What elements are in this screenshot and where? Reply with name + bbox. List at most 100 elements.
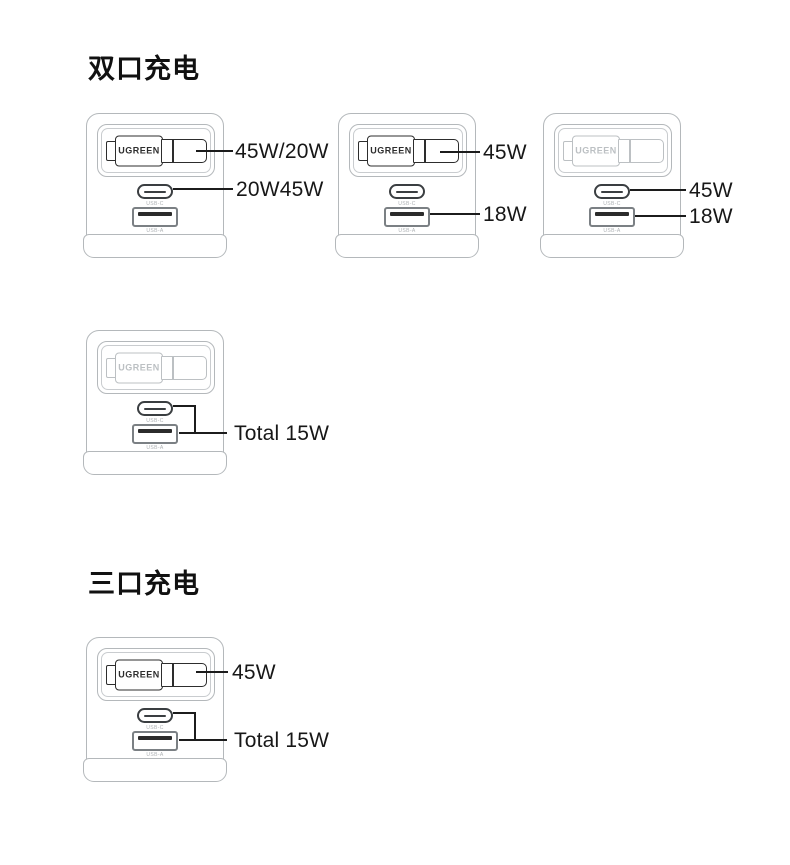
usbc-port-label: USB-C xyxy=(146,725,164,731)
cable-cord xyxy=(161,355,207,380)
cable-tray: UGREEN xyxy=(97,341,215,394)
usbc-port-label: USB-C xyxy=(146,201,164,207)
cable-cord-fold xyxy=(629,139,631,162)
usba-port-icon xyxy=(132,207,178,227)
charger-body: UGREEN USB-C USB-A xyxy=(83,637,227,782)
callout-label-cable-power: 45W xyxy=(483,141,527,164)
charger-triple-port: UGREEN USB-C USB-A xyxy=(83,637,227,782)
charger-dual-cable-usbc: UGREEN USB-C USB-A xyxy=(83,113,227,258)
cable-cord xyxy=(618,138,664,163)
usba-port-icon xyxy=(132,424,178,444)
cable-cord xyxy=(161,662,207,687)
cable-tray: UGREEN xyxy=(97,648,215,701)
retractable-cable: UGREEN xyxy=(102,129,210,172)
usba-pin-bar xyxy=(390,212,424,216)
usbc-slot xyxy=(144,190,166,193)
usbc-slot xyxy=(396,190,418,193)
retractable-cable: UGREEN xyxy=(559,129,667,172)
brand-label: UGREEN xyxy=(370,145,412,156)
charger-dual-cable-usba: UGREEN USB-C USB-A xyxy=(335,113,479,258)
charger-base xyxy=(83,451,227,475)
cable-cord xyxy=(413,138,459,163)
usbc-port-icon xyxy=(389,184,425,199)
usba-port-icon xyxy=(132,731,178,751)
brand-label: UGREEN xyxy=(575,145,617,156)
usbc-port-icon xyxy=(137,184,173,199)
usba-port-icon xyxy=(589,207,635,227)
callout-line xyxy=(173,712,196,714)
callout-line xyxy=(196,671,228,673)
callout-line xyxy=(440,151,480,153)
cable-plug: UGREEN xyxy=(115,135,163,166)
usbc-port-icon xyxy=(137,708,173,723)
callout-bracket-line xyxy=(194,712,196,741)
cable-tray-groove: UGREEN xyxy=(101,345,211,390)
cable-tray-groove: UGREEN xyxy=(101,652,211,697)
cable-tray-groove: UGREEN xyxy=(101,128,211,173)
cable-tray-groove: UGREEN xyxy=(353,128,463,173)
cable-cord-fold xyxy=(172,139,174,162)
usbc-slot xyxy=(144,714,166,717)
cable-cord-fold xyxy=(172,356,174,379)
charger-body: UGREEN USB-C USB-A xyxy=(335,113,479,258)
charger-body: UGREEN USB-C USB-A xyxy=(83,113,227,258)
cable-tray: UGREEN xyxy=(349,124,467,177)
cable-plug: UGREEN xyxy=(115,352,163,383)
usba-port-label: USB-A xyxy=(146,752,164,758)
retractable-cable: UGREEN xyxy=(102,653,210,696)
usba-port-icon xyxy=(384,207,430,227)
usba-port-label: USB-A xyxy=(398,228,416,234)
cable-plug: UGREEN xyxy=(367,135,415,166)
brand-label: UGREEN xyxy=(118,669,160,680)
callout-label-usba-power: 18W xyxy=(689,205,733,228)
charger-dual-shared-total: UGREEN USB-C USB-A xyxy=(83,330,227,475)
callout-line xyxy=(630,189,686,191)
retractable-cable: UGREEN xyxy=(354,129,462,172)
usbc-port-icon xyxy=(137,401,173,416)
usba-pin-bar xyxy=(138,736,172,740)
cable-tray-groove: UGREEN xyxy=(558,128,668,173)
usbc-port-label: USB-C xyxy=(603,201,621,207)
callout-label-cable-power: 45W xyxy=(232,661,276,684)
charger-base xyxy=(83,758,227,782)
usba-port-label: USB-A xyxy=(146,228,164,234)
callout-line xyxy=(635,215,686,217)
usba-pin-bar xyxy=(138,429,172,433)
callout-line xyxy=(430,213,480,215)
callout-label-total-power: Total 15W xyxy=(234,422,330,445)
callout-line xyxy=(179,432,227,434)
cable-cord-fold xyxy=(424,139,426,162)
callout-line xyxy=(196,150,233,152)
section-heading-triple-port: 三口充电 xyxy=(88,569,200,599)
charger-base xyxy=(83,234,227,258)
charger-body: UGREEN USB-C USB-A xyxy=(83,330,227,475)
cable-plug: UGREEN xyxy=(115,659,163,690)
callout-label-usba-power: 18W xyxy=(483,203,527,226)
cable-tray: UGREEN xyxy=(554,124,672,177)
callout-label-usbc-power: 45W xyxy=(689,179,733,202)
cable-cord-fold xyxy=(172,663,174,686)
usbc-port-icon xyxy=(594,184,630,199)
retractable-cable: UGREEN xyxy=(102,346,210,389)
brand-label: UGREEN xyxy=(118,145,160,156)
cable-plug: UGREEN xyxy=(572,135,620,166)
usba-pin-bar xyxy=(595,212,629,216)
usbc-slot xyxy=(601,190,623,193)
brand-label: UGREEN xyxy=(118,362,160,373)
callout-bracket-line xyxy=(194,405,196,434)
callout-label-cable-power: 45W/20W xyxy=(235,140,329,163)
usba-port-label: USB-A xyxy=(146,445,164,451)
callout-line xyxy=(173,188,233,190)
usbc-slot xyxy=(144,407,166,410)
callout-label-total-power: Total 15W xyxy=(234,729,330,752)
callout-line xyxy=(173,405,196,407)
usbc-port-label: USB-C xyxy=(398,201,416,207)
usbc-port-label: USB-C xyxy=(146,418,164,424)
callout-label-usbc-power: 20W45W xyxy=(236,178,324,201)
usba-port-label: USB-A xyxy=(603,228,621,234)
section-heading-dual-port: 双口充电 xyxy=(88,54,200,84)
charger-dual-usbc-usba: UGREEN USB-C USB-A xyxy=(540,113,684,258)
usba-pin-bar xyxy=(138,212,172,216)
callout-line xyxy=(179,739,227,741)
